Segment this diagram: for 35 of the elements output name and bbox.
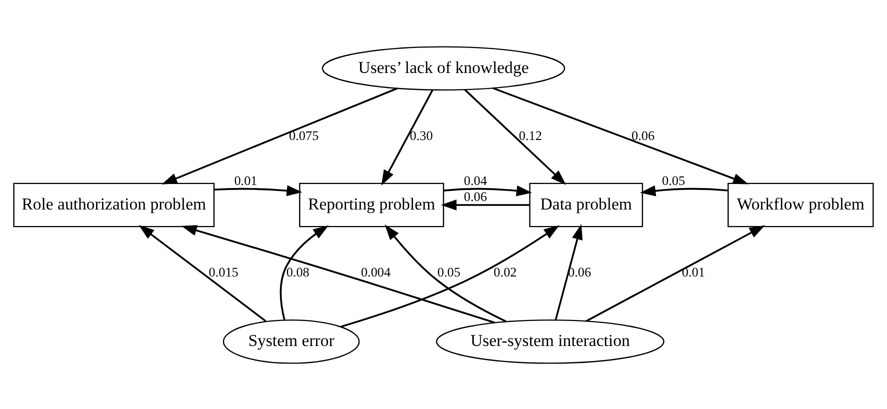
- edge-label: 0.02: [494, 264, 517, 280]
- arrow: [280, 224, 329, 320]
- edge-label: 0.01: [234, 172, 258, 188]
- edge-label: 0.075: [289, 128, 319, 143]
- edge-label: 0.06: [632, 128, 655, 143]
- node-ellipse: Users’ lack of knowledge: [322, 46, 566, 90]
- arrow: [554, 223, 583, 320]
- node-ellipse: User-system interaction: [436, 318, 664, 364]
- node-box: Role authorization problem: [13, 182, 215, 227]
- node-box: Reporting problem: [299, 182, 444, 227]
- edge-label: 0.08: [286, 264, 310, 280]
- edge-label: 0.004: [360, 264, 391, 280]
- arrow: [464, 88, 566, 184]
- arrow: [440, 199, 530, 210]
- edge-label: 0.06: [464, 188, 487, 204]
- arrow: [444, 184, 532, 196]
- arrow: [384, 224, 507, 322]
- edge-label: 0.04: [464, 172, 487, 188]
- node-box: Workflow problem: [728, 182, 874, 227]
- arrow: [162, 87, 398, 184]
- arrow: [492, 86, 749, 184]
- arrow: [340, 224, 560, 328]
- edge-label: 0.05: [662, 172, 686, 188]
- node-ellipse: System error: [222, 318, 360, 364]
- edge-label: 0.30: [410, 128, 433, 143]
- edge-label: 0.05: [437, 264, 460, 280]
- edge-label: 0.12: [518, 128, 542, 143]
- edge-label: 0.015: [208, 264, 238, 280]
- arrow: [181, 224, 495, 323]
- arrow: [138, 224, 266, 322]
- node-box: Data problem: [529, 182, 644, 227]
- arrow: [640, 184, 728, 196]
- arrow: [381, 89, 434, 186]
- arrow: [586, 224, 766, 322]
- arrow: [214, 184, 302, 196]
